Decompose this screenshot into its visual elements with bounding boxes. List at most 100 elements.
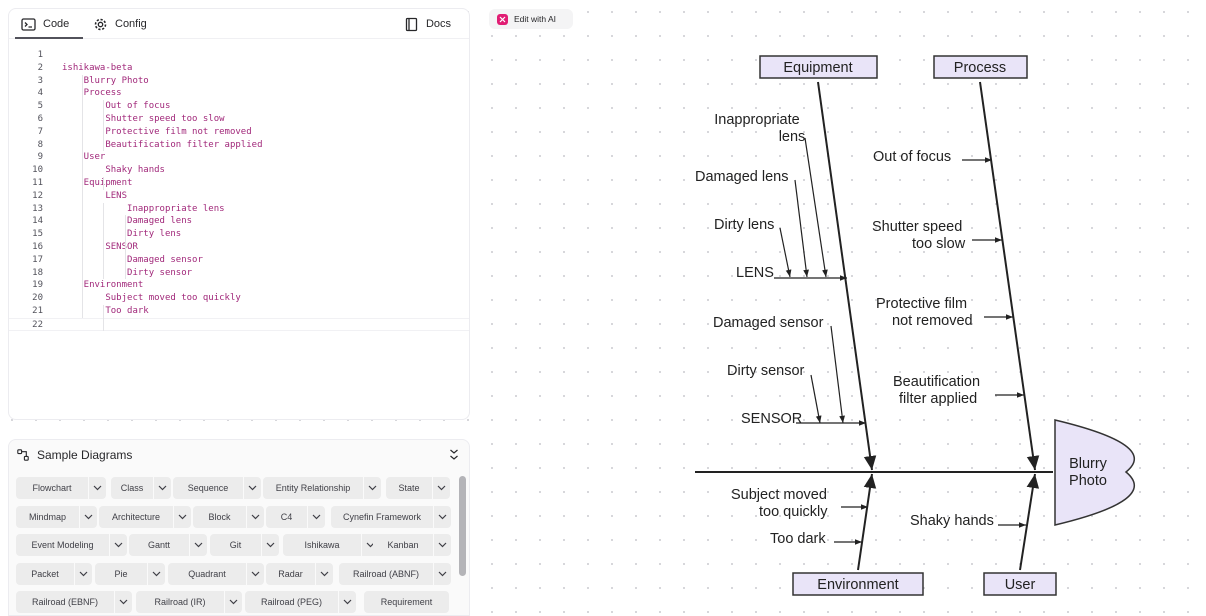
chevron-down-icon[interactable] (307, 505, 325, 528)
sample-chip-label[interactable]: Radar (278, 568, 303, 579)
code-line[interactable]: 9 User (9, 151, 469, 164)
sample-chip-label[interactable]: Git (229, 540, 242, 550)
chevrons-icon[interactable] (447, 447, 461, 463)
sample-chip-label[interactable]: Requirement (380, 597, 433, 607)
code-line[interactable]: 12 LENS (9, 190, 469, 203)
sample-chip-label[interactable]: Mindmap (28, 511, 66, 522)
sample-chip[interactable]: Railroad (EBNF) (16, 591, 132, 613)
tab-code[interactable]: Code (21, 13, 69, 35)
sample-chip-label[interactable]: Class (120, 483, 144, 493)
chevron-down-icon[interactable] (261, 534, 279, 556)
chevron-down-icon[interactable] (224, 591, 242, 613)
code-line[interactable]: 5 Out of focus (9, 100, 469, 113)
sample-chip[interactable]: Quadrant (168, 562, 264, 585)
chevron-down-icon[interactable] (147, 562, 165, 585)
chevron-down-icon[interactable] (109, 534, 127, 556)
sample-chip[interactable]: C4 (266, 505, 325, 528)
chevron-down-icon[interactable] (173, 505, 191, 528)
code-line[interactable]: 7 Protective film not removed (9, 126, 469, 139)
sample-chip[interactable]: Flowchart (16, 477, 106, 499)
sample-chip-label[interactable]: Railroad (EBNF) (31, 597, 98, 607)
chevron-down-icon[interactable] (315, 562, 333, 585)
chevron-down-icon[interactable] (74, 562, 92, 585)
chevron-down-icon[interactable] (153, 477, 171, 499)
sample-chip[interactable]: Gantt (129, 534, 207, 556)
chevron-down-icon[interactable] (189, 534, 207, 556)
sample-chip[interactable]: Railroad (PEG) (245, 591, 356, 613)
sample-chip-label[interactable]: Ishikawa (304, 540, 340, 550)
code-line[interactable]: 16 SENSOR (9, 241, 469, 254)
code-line[interactable]: 1 (9, 49, 469, 62)
sample-chip-label[interactable]: Pie (114, 568, 128, 579)
code-line[interactable]: 17 Damaged sensor (9, 254, 469, 267)
chevron-down-icon[interactable] (433, 505, 451, 528)
sample-chip-label[interactable]: Flowchart (32, 483, 72, 493)
sample-chip[interactable]: Kanban (373, 534, 451, 556)
sample-chip-label[interactable]: Kanban (387, 540, 419, 550)
sample-chip[interactable]: Architecture (99, 505, 191, 528)
code-line[interactable]: 14 Damaged lens (9, 215, 469, 228)
sample-chip[interactable]: State (386, 477, 450, 499)
code-line[interactable]: 6 Shutter speed too slow (9, 113, 469, 126)
sample-chip-label[interactable]: Block (208, 511, 231, 522)
code-line[interactable]: 3 Blurry Photo (9, 75, 469, 88)
chevron-down-icon[interactable] (243, 477, 261, 499)
sample-chip-label[interactable]: Sequence (187, 483, 229, 493)
scrollbar[interactable] (459, 476, 466, 576)
chevron-down-icon[interactable] (88, 477, 106, 499)
chevron-down-icon[interactable] (114, 591, 132, 613)
chevron-down-icon[interactable] (338, 591, 356, 613)
sample-chip-label[interactable]: Quadrant (188, 568, 226, 579)
code-line[interactable]: 19 Environment (9, 279, 469, 292)
tab-config[interactable]: Config (93, 13, 147, 35)
tab-docs[interactable]: Docs (404, 13, 451, 35)
sample-chip[interactable]: Radar (266, 562, 333, 585)
code-line[interactable]: 10 Shaky hands (9, 164, 469, 177)
code-line[interactable]: 18 Dirty sensor (9, 267, 469, 280)
code-line[interactable]: 21 Too dark (9, 305, 469, 318)
code-line[interactable]: 4 Process (9, 87, 469, 100)
sample-chip-label[interactable]: Event Modeling (31, 540, 94, 550)
sample-chip[interactable]: Railroad (IR) (136, 591, 242, 613)
sample-chip[interactable]: Sequence (173, 477, 261, 499)
sample-chip-label[interactable]: C4 (280, 511, 293, 522)
sample-chip[interactable]: Railroad (ABNF) (339, 562, 451, 585)
chevron-down-icon[interactable] (432, 477, 450, 499)
sample-chip[interactable]: Packet (16, 562, 92, 585)
sample-chip[interactable]: Requirement (364, 591, 449, 613)
sample-chip[interactable]: Entity Relationship (263, 477, 381, 499)
code-line[interactable]: 11 Equipment (9, 177, 469, 190)
code-line[interactable]: 22 (9, 317, 469, 331)
sample-chip-label[interactable]: Railroad (IR) (154, 597, 206, 607)
sample-chip-label[interactable]: Architecture (111, 511, 161, 522)
sample-diagrams-header[interactable]: Sample Diagrams (9, 440, 469, 470)
sample-chip-label[interactable]: Railroad (ABNF) (352, 568, 419, 579)
sample-chip-label[interactable]: Packet (31, 568, 59, 579)
sample-chip[interactable]: Ishikawa (283, 534, 379, 556)
sample-chip-label[interactable]: Entity Relationship (275, 483, 351, 493)
chevron-down-icon[interactable] (246, 562, 264, 585)
sample-chip[interactable]: Block (193, 505, 264, 528)
chevron-down-icon[interactable] (363, 477, 381, 499)
sample-chip[interactable]: Cynefin Framework (331, 505, 451, 528)
sample-chip-label[interactable]: Cynefin Framework (342, 511, 422, 522)
code-line[interactable]: 15 Dirty lens (9, 228, 469, 241)
sample-chip[interactable]: Event Modeling (16, 534, 127, 556)
sample-chip[interactable]: Class (111, 477, 171, 499)
sample-chip-label[interactable]: Gantt (147, 540, 170, 550)
code-line[interactable]: 13 Inappropriate lens (9, 203, 469, 216)
chevron-down-icon[interactable] (433, 562, 451, 585)
chevron-down-icon[interactable] (433, 534, 451, 556)
code-line[interactable]: 8 Beautification filter applied (9, 139, 469, 152)
edit-with-ai-button[interactable]: Edit with AI (489, 9, 573, 29)
sample-chip[interactable]: Mindmap (16, 505, 97, 528)
sample-chip[interactable]: Pie (95, 562, 165, 585)
sample-chip[interactable]: Git (210, 534, 279, 556)
sample-chip-label[interactable]: State (398, 483, 420, 493)
chevron-down-icon[interactable] (361, 534, 379, 556)
code-line[interactable]: 20 Subject moved too quickly (9, 292, 469, 305)
sample-chip-label[interactable]: Railroad (PEG) (260, 597, 323, 607)
chevron-down-icon[interactable] (79, 505, 97, 528)
